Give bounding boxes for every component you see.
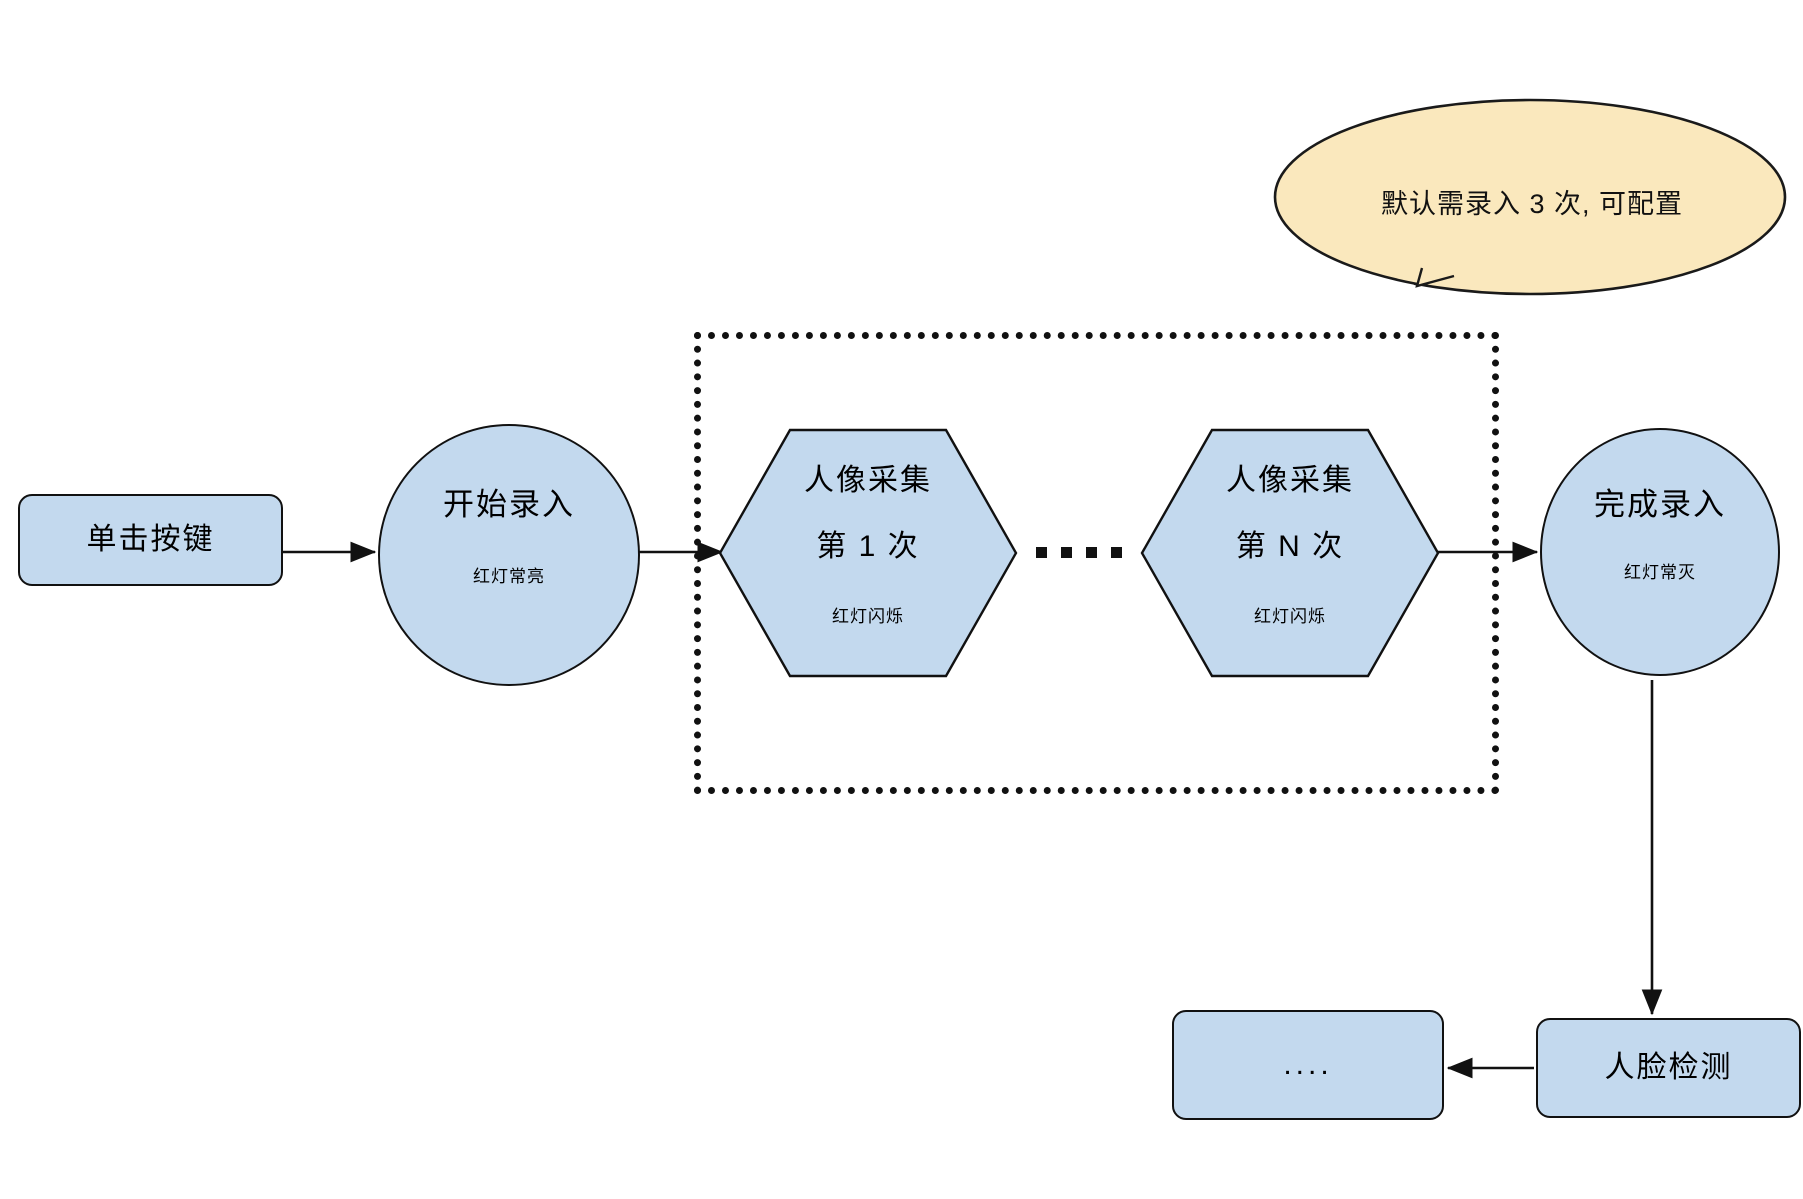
loop-separator-dots bbox=[1036, 547, 1122, 558]
node-face-detect-label: 人脸检测 bbox=[1604, 1051, 1733, 1084]
node-finish-enroll-label: 完成录入 bbox=[1594, 487, 1726, 522]
node-capture-first-line2: 第 1 次 bbox=[816, 530, 920, 563]
node-capture-nth-line2: 第 N 次 bbox=[1235, 530, 1345, 563]
node-more-steps[interactable]: .... bbox=[1172, 1010, 1444, 1120]
hexagon-shape bbox=[718, 428, 1018, 678]
node-press-key-label: 单击按键 bbox=[86, 523, 215, 556]
node-capture-first-line1: 人像采集 bbox=[804, 464, 932, 497]
node-start-enroll[interactable]: 开始录入 红灯常亮 bbox=[378, 424, 640, 686]
node-start-enroll-label: 开始录入 bbox=[443, 487, 575, 522]
callout-bubble: 默认需录入 3 次, 可配置 bbox=[1272, 90, 1792, 320]
callout-shape bbox=[1273, 98, 1787, 296]
capture-loop-group bbox=[694, 332, 1499, 794]
node-capture-nth-line1: 人像采集 bbox=[1226, 464, 1354, 497]
node-capture-first[interactable]: 人像采集 第 1 次 红灯闪烁 bbox=[718, 428, 1018, 678]
node-more-steps-label: .... bbox=[1283, 1048, 1333, 1081]
callout-text: 默认需录入 3 次, 可配置 bbox=[1380, 189, 1684, 219]
node-capture-nth[interactable]: 人像采集 第 N 次 红灯闪烁 bbox=[1140, 428, 1440, 678]
node-press-key[interactable]: 单击按键 bbox=[18, 494, 283, 586]
hexagon-shape bbox=[1140, 428, 1440, 678]
node-start-enroll-sub: 红灯常亮 bbox=[473, 567, 545, 586]
node-face-detect[interactable]: 人脸检测 bbox=[1536, 1018, 1801, 1118]
node-capture-first-sub: 红灯闪烁 bbox=[832, 607, 904, 626]
node-capture-nth-sub: 红灯闪烁 bbox=[1254, 607, 1326, 626]
node-finish-enroll[interactable]: 完成录入 红灯常灭 bbox=[1540, 428, 1780, 676]
node-finish-enroll-sub: 红灯常灭 bbox=[1624, 563, 1696, 582]
